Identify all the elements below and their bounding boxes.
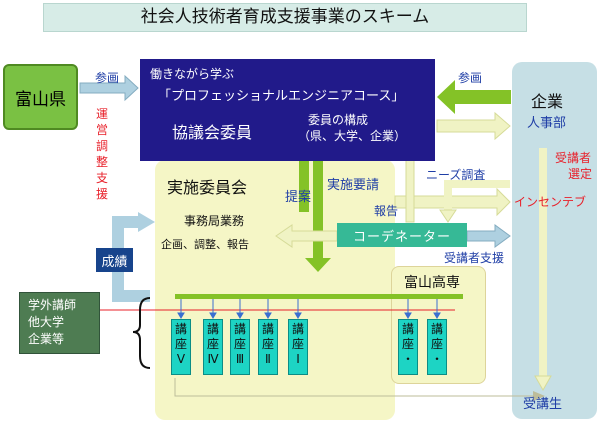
course-bus xyxy=(175,294,463,299)
course-i: 講座 Ⅰ xyxy=(288,319,308,375)
label-request: 実施要請 xyxy=(327,178,380,193)
arrow-council-to-exec xyxy=(305,140,331,272)
arrow-needs-head xyxy=(439,209,457,223)
arrow-pref-to-council xyxy=(79,74,139,102)
outside-lecturers-box: 学外講師他大学企業等 xyxy=(19,292,100,354)
course-ii: 講座 Ⅱ xyxy=(258,319,278,375)
arrow-results-head xyxy=(138,212,155,232)
company-dept: 人事部 xyxy=(527,116,567,131)
label-proposal: 提案 xyxy=(285,190,312,205)
council-box: 働きながら学ぶ 「プロフェッショナルエンジニアコース」 協議会委員 委員の構成 … xyxy=(140,59,435,161)
council-members-label: 委員の構成 xyxy=(308,113,369,127)
bottom-return-line xyxy=(174,378,540,397)
company-box xyxy=(512,62,597,419)
arrow-council-to-company xyxy=(436,111,511,141)
council-subtitle: 働きながら学ぶ xyxy=(150,67,235,81)
company-selection-head xyxy=(534,375,552,392)
label-needs-survey: ニーズ調査 xyxy=(426,168,486,182)
label-pref-roles: 運営調整支援 xyxy=(96,107,109,201)
course-drops xyxy=(177,299,441,319)
label-participate-left: 参画 xyxy=(95,71,120,85)
kosen-course-2: 講座 ・ xyxy=(427,319,447,375)
exec-office-tasks: 企画、調整、報告 xyxy=(161,238,249,251)
label-participate-right: 参画 xyxy=(458,71,483,85)
exec-committee-box xyxy=(155,160,395,420)
council-members: （県、大学、企業） xyxy=(298,129,407,143)
results-label: 成績 xyxy=(96,248,133,272)
course-v: 講座 Ⅴ xyxy=(171,319,191,375)
company-students: 受講生 xyxy=(523,397,563,412)
course-iv: 講座 Ⅳ xyxy=(203,319,223,375)
toyama-pref-box: 富山県 xyxy=(3,64,78,130)
outside-bracket xyxy=(132,297,151,369)
company-selection: 受講者選定 xyxy=(555,151,593,181)
arrow-needs-line xyxy=(444,180,510,212)
company-incentive: インセンテブ xyxy=(514,195,587,209)
label-report: 報告 xyxy=(374,204,399,218)
label-student-support: 受講者支援 xyxy=(444,251,505,265)
kosen-name: 富山高専 xyxy=(404,275,460,291)
course-iii: 講座 Ⅲ xyxy=(230,319,250,375)
diagram-title: 社会人技術者育成支援事業のスキーム xyxy=(43,3,527,32)
coordinator-box: コーデネーター xyxy=(337,223,467,247)
exec-office: 事務局業務 xyxy=(184,214,245,228)
council-course-name: 「プロフェッショナルエンジニアコース」 xyxy=(158,89,405,104)
arrow-student-support xyxy=(466,224,511,248)
bottom-return-head xyxy=(533,391,545,401)
arrow-proposal xyxy=(292,140,316,212)
kosen-course-1: 講座 ・ xyxy=(398,319,418,375)
arrow-company-to-council xyxy=(437,80,511,114)
exec-committee-name: 実施委員会 xyxy=(167,178,248,197)
council-name: 協議会委員 xyxy=(172,123,253,142)
company-name: 企業 xyxy=(531,92,564,111)
arrow-coord-to-office xyxy=(275,224,338,248)
